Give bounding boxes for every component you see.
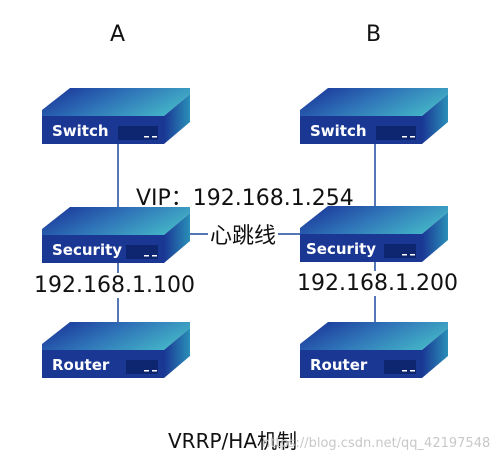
watermark: https://blog.csdn.net/qq_42197548 <box>262 436 491 451</box>
device-a-switch: Switch <box>42 88 190 144</box>
device-b-router: Router <box>300 322 448 378</box>
device-b-switch: Switch <box>300 88 448 144</box>
device-label: Router <box>52 356 110 374</box>
diagram-caption: VRRP/HA机制 <box>168 429 297 453</box>
device-a-security: Security <box>42 207 190 263</box>
device-label: Router <box>310 356 368 374</box>
device-label: Switch <box>310 122 367 140</box>
device-label: Switch <box>52 122 109 140</box>
device-label: Security <box>52 241 122 259</box>
device-a-router: Router <box>42 322 190 378</box>
device-label: Security <box>306 240 376 258</box>
ip-b-label: 192.168.1.200 <box>297 271 458 296</box>
vip-label: VIP：192.168.1.254 <box>136 186 354 211</box>
device-b-security: Security <box>300 206 448 262</box>
column-b-label: B <box>366 22 382 47</box>
column-a-label: A <box>110 22 126 47</box>
heartbeat-label: 心跳线 <box>208 218 279 250</box>
ip-a-label: 192.168.1.100 <box>34 273 195 298</box>
